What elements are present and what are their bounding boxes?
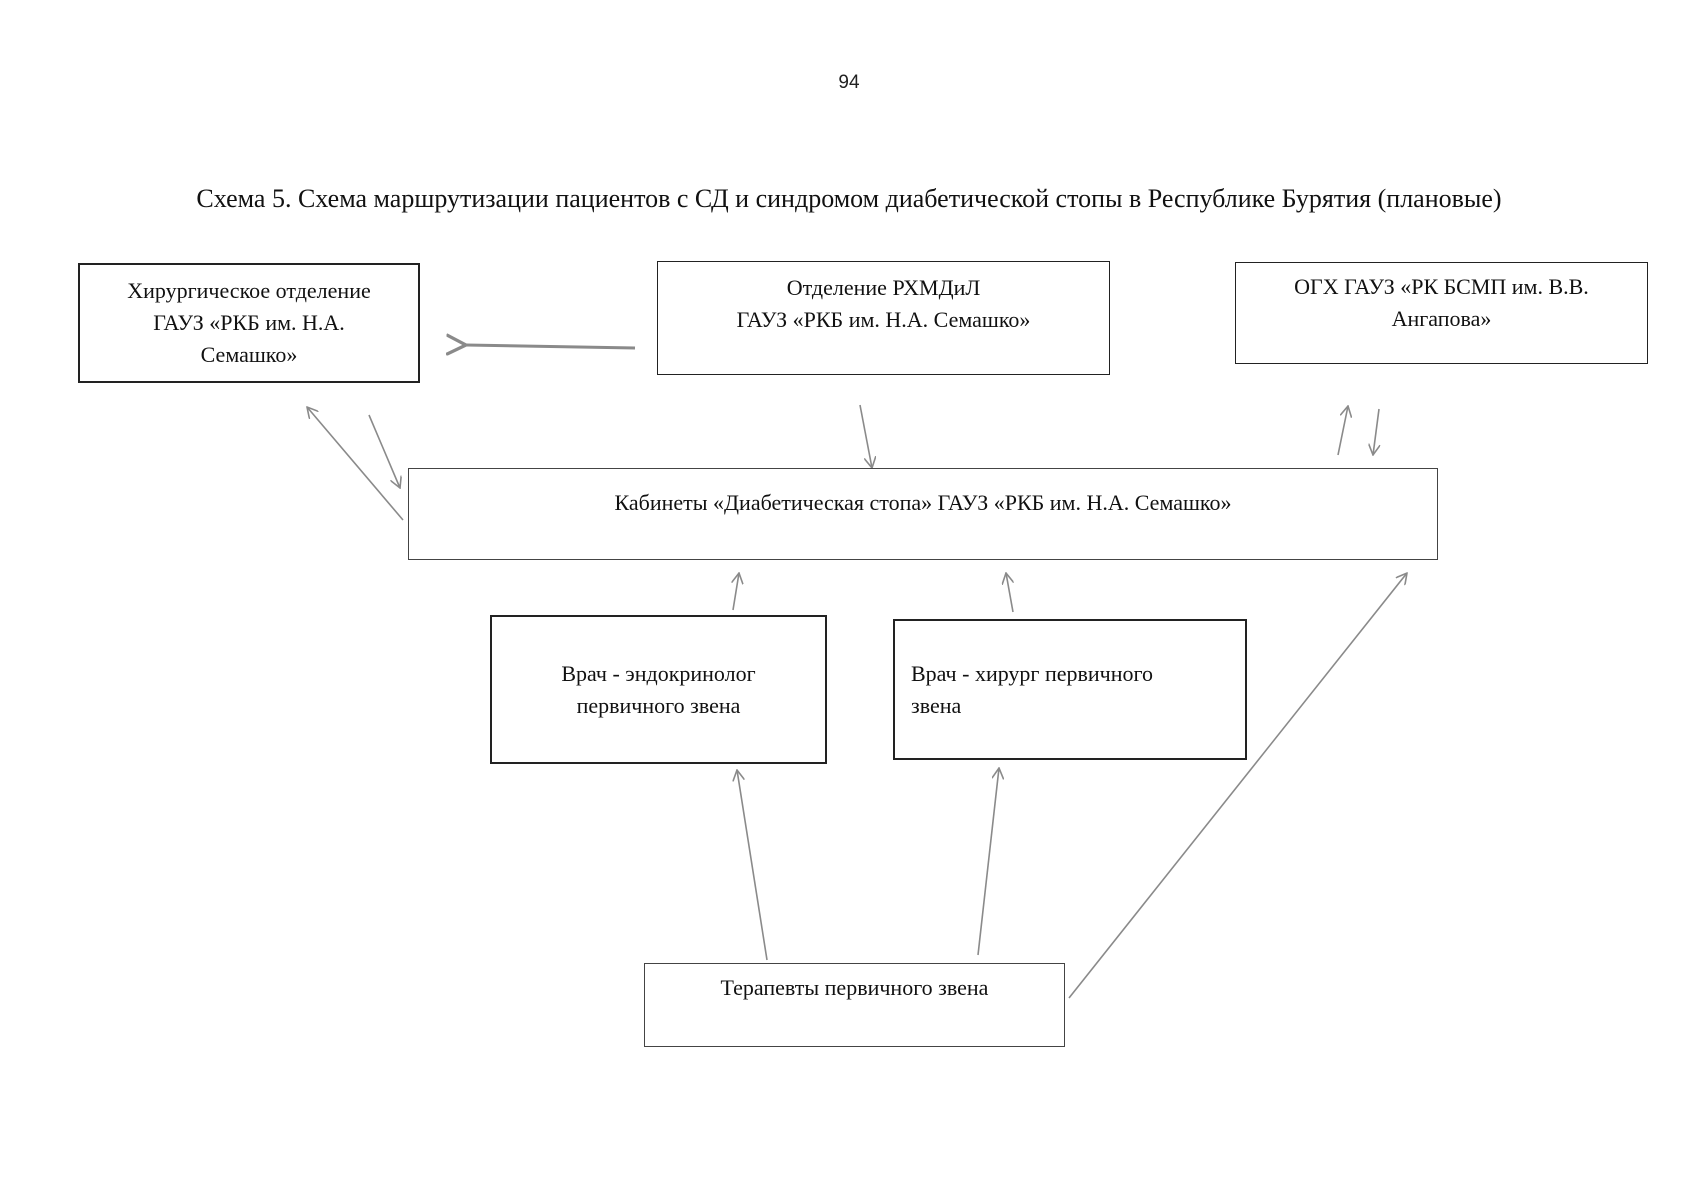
node-rhmdil-department: Отделение РХМДиЛ ГАУЗ «РКБ им. Н.А. Сема… (657, 261, 1110, 375)
diagram-title: Схема 5. Схема маршрутизации пациентов с… (196, 184, 1502, 213)
node-line: Кабинеты «Диабетическая стопа» ГАУЗ «РКБ… (614, 490, 1232, 515)
node-primary-surgeon: Врач - хирург первичного звена (893, 619, 1247, 760)
node-line: Ангапова» (1391, 306, 1492, 331)
arrow-rhmdil-to-cabinets (859, 404, 872, 468)
arrow-therapists-to-surgeon (977, 768, 999, 956)
node-line: Отделение РХМДиЛ (786, 275, 981, 300)
node-line: Терапевты первичного звена (720, 975, 989, 1000)
arrow-surgeon-to-cabinets (1006, 573, 1013, 613)
node-line: ГАУЗ «РКБ им. Н.А. Семашко» (736, 307, 1031, 332)
arrow-cabinets-to-surgery (307, 407, 404, 521)
node-line: ОГХ ГАУЗ «РК БСМП им. В.В. (1294, 274, 1589, 299)
node-line: Врач - хирург первичного (911, 661, 1153, 686)
node-line: Врач - эндокринолог (561, 661, 756, 686)
arrow-cabinets-to-ogh (1337, 406, 1348, 456)
node-line: первичного звена (576, 693, 741, 718)
arrow-endocrinologist-to-cabinets (733, 573, 739, 611)
node-line: ГАУЗ «РКБ им. Н.А. (153, 310, 345, 335)
node-diabetic-foot-cabinets: Кабинеты «Диабетическая стопа» ГАУЗ «РКБ… (408, 468, 1438, 560)
node-line: Семашко» (200, 342, 298, 367)
node-endocrinologist: Врач - эндокринолог первичного звена (490, 615, 827, 764)
page-number: 94 (838, 72, 860, 93)
node-ogh-department: ОГХ ГАУЗ «РК БСМП им. В.В. Ангапова» (1235, 262, 1648, 364)
arrow-ogh-to-cabinets (1373, 408, 1379, 455)
node-line: Хирургическое отделение (127, 278, 371, 303)
node-surgery-department: Хирургическое отделение ГАУЗ «РКБ им. Н.… (78, 263, 420, 383)
arrow-surgery-to-cabinets (368, 414, 400, 488)
arrow-therapists-to-endocrinologist (737, 770, 768, 961)
node-primary-therapists: Терапевты первичного звена (644, 963, 1065, 1047)
node-line: звена (911, 693, 962, 718)
arrow-rhmdil-to-surgery (466, 345, 636, 348)
arrow-therapists-to-cabinets (1068, 573, 1407, 999)
